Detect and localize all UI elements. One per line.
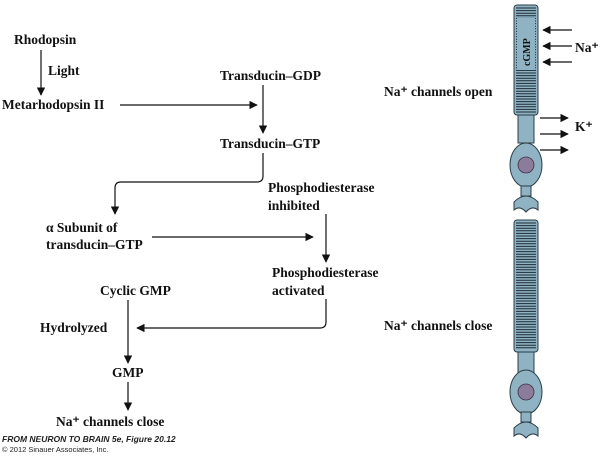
nucleus (517, 156, 535, 174)
rod-cell-light (509, 219, 543, 439)
axon (520, 411, 532, 423)
alpha-subunit-line1: α Subunit of (46, 220, 118, 235)
channels-close-right-label: Na⁺ channels close (384, 318, 492, 333)
arrow-pde-activated-to-hydrolyzed (136, 299, 327, 333)
channels-open-label: Na⁺ channels open (384, 84, 493, 99)
pde-activated-line1: Phosphodiesterase (272, 265, 379, 280)
channels-close-label: Na⁺ channels close (56, 414, 164, 429)
pde-activated-line2: activated (272, 283, 325, 298)
disc-stack (516, 222, 536, 349)
gmp-label: GMP (112, 365, 144, 380)
metarhodopsin-label: Metarhodopsin II (2, 97, 104, 112)
pde-inhibited-line1: Phosphodiesterase (268, 180, 375, 195)
light-label: Light (48, 63, 80, 78)
hydrolyzed-label: Hydrolyzed (40, 320, 108, 335)
inner-segment (517, 114, 535, 144)
rhodopsin-label: Rhodopsin (14, 32, 77, 47)
synaptic-terminal (513, 421, 539, 439)
nucleus (517, 383, 535, 401)
credit-line-1: FROM NEURON TO BRAIN 5e, Figure 20.12 (2, 434, 176, 444)
transducin-gtp-label: Transducin–GTP (220, 136, 320, 151)
na-ion-label: Na⁺ (575, 40, 599, 55)
transducin-gdp-label: Transducin–GDP (220, 68, 321, 83)
rod-cell-dark: cGMP Na⁺ K⁺ (509, 4, 599, 213)
synaptic-terminal (513, 195, 539, 213)
alpha-subunit-line2: transducin–GTP (46, 237, 143, 252)
cgmp-zone (517, 18, 535, 70)
pde-inhibited-line2: inhibited (268, 198, 320, 213)
k-ion-label: K⁺ (575, 119, 593, 134)
cgmp-label: cGMP (522, 38, 533, 66)
arrow-transducin-gtp-to-alpha (110, 153, 264, 215)
cyclic-gmp-label: Cyclic GMP (100, 283, 171, 298)
axon (520, 185, 532, 197)
credit-line-2: © 2012 Sinauer Associates, Inc. (2, 445, 108, 454)
